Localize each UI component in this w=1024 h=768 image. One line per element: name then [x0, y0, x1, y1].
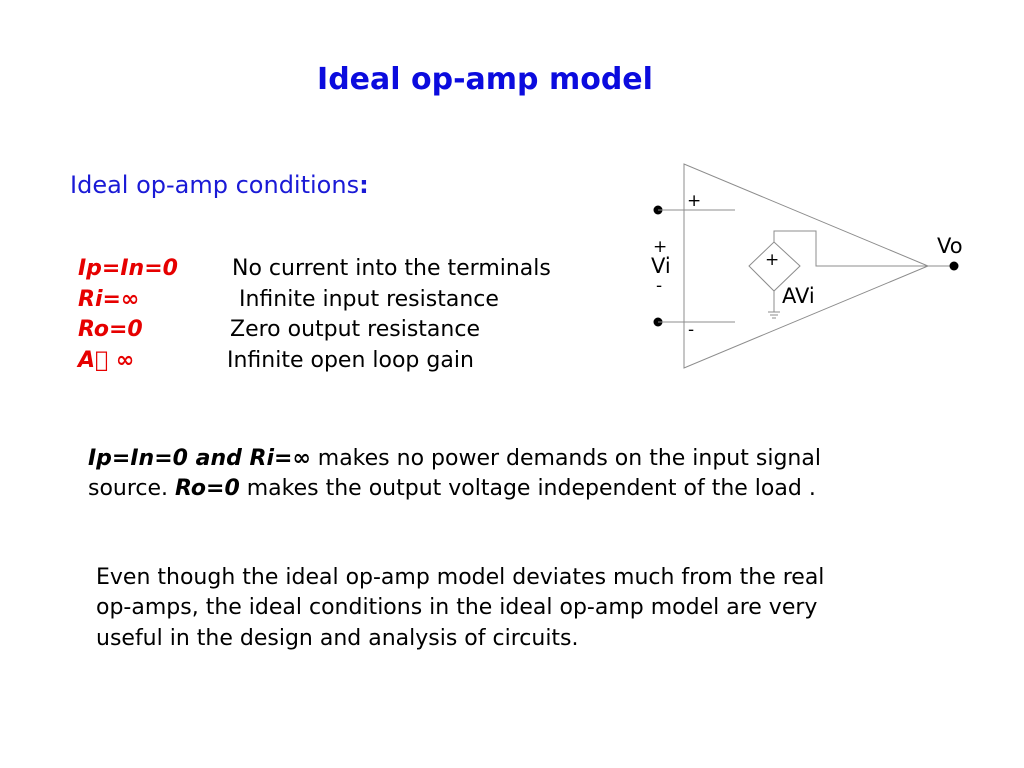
vi-minus-label: - [656, 276, 662, 296]
noninverting-plus-label: + [687, 191, 701, 211]
paragraph-power-line1: Ip=In=0 and Ri=∞ makes no power demands … [88, 444, 821, 474]
condition-key-output-resistance: Ro=0 [78, 317, 143, 342]
condition-desc-input-resistance: Infinite input resistance [239, 287, 499, 312]
source-output-wire [773, 230, 928, 267]
condition-desc-gain: Infinite open loop gain [227, 348, 474, 373]
paragraph-power-text3: makes the output voltage independent of … [239, 476, 816, 501]
paragraph-summary-line1: Even though the ideal op-amp model devia… [96, 565, 825, 590]
paragraph-power-text1: makes no power demands on the input sign… [310, 446, 821, 471]
paragraph-power-line2: source. Ro=0 makes the output voltage in… [88, 474, 816, 504]
op-amp-diagram: + - + Vi - + AVi Vo [651, 163, 963, 369]
paragraph-power-text2: source. [88, 476, 176, 501]
condition-desc-currents: No current into the terminals [232, 256, 551, 281]
source-gain-label: AVi [782, 284, 815, 308]
output-terminal [949, 261, 959, 271]
vi-label: Vi [651, 254, 671, 278]
conditions-heading-colon: : [359, 171, 369, 199]
conditions-heading: Ideal op-amp conditions: [70, 171, 369, 199]
inverting-minus-label: - [688, 320, 694, 340]
paragraph-power-bold-ro: Ro=0 [175, 476, 240, 501]
paragraph-summary-line3: useful in the design and analysis of cir… [96, 626, 579, 651]
output-vo-label: Vo [937, 234, 963, 258]
condition-key-input-resistance: Ri=∞ [78, 287, 140, 312]
slide-title: Ideal op-amp model [317, 62, 653, 97]
condition-desc-output-resistance: Zero output resistance [230, 317, 480, 342]
condition-key-gain: A ∞ [78, 348, 134, 373]
vi-plus-label: + [653, 237, 667, 257]
op-amp-triangle [683, 163, 930, 369]
paragraph-summary-line2: op-amps, the ideal conditions in the ide… [96, 595, 818, 620]
paragraph-power-bold-conditions: Ip=In=0 and Ri=∞ [88, 446, 311, 471]
condition-key-currents: Ip=In=0 [78, 256, 178, 281]
source-plus-label: + [765, 250, 779, 270]
conditions-heading-text: Ideal op-amp conditions [70, 171, 360, 199]
